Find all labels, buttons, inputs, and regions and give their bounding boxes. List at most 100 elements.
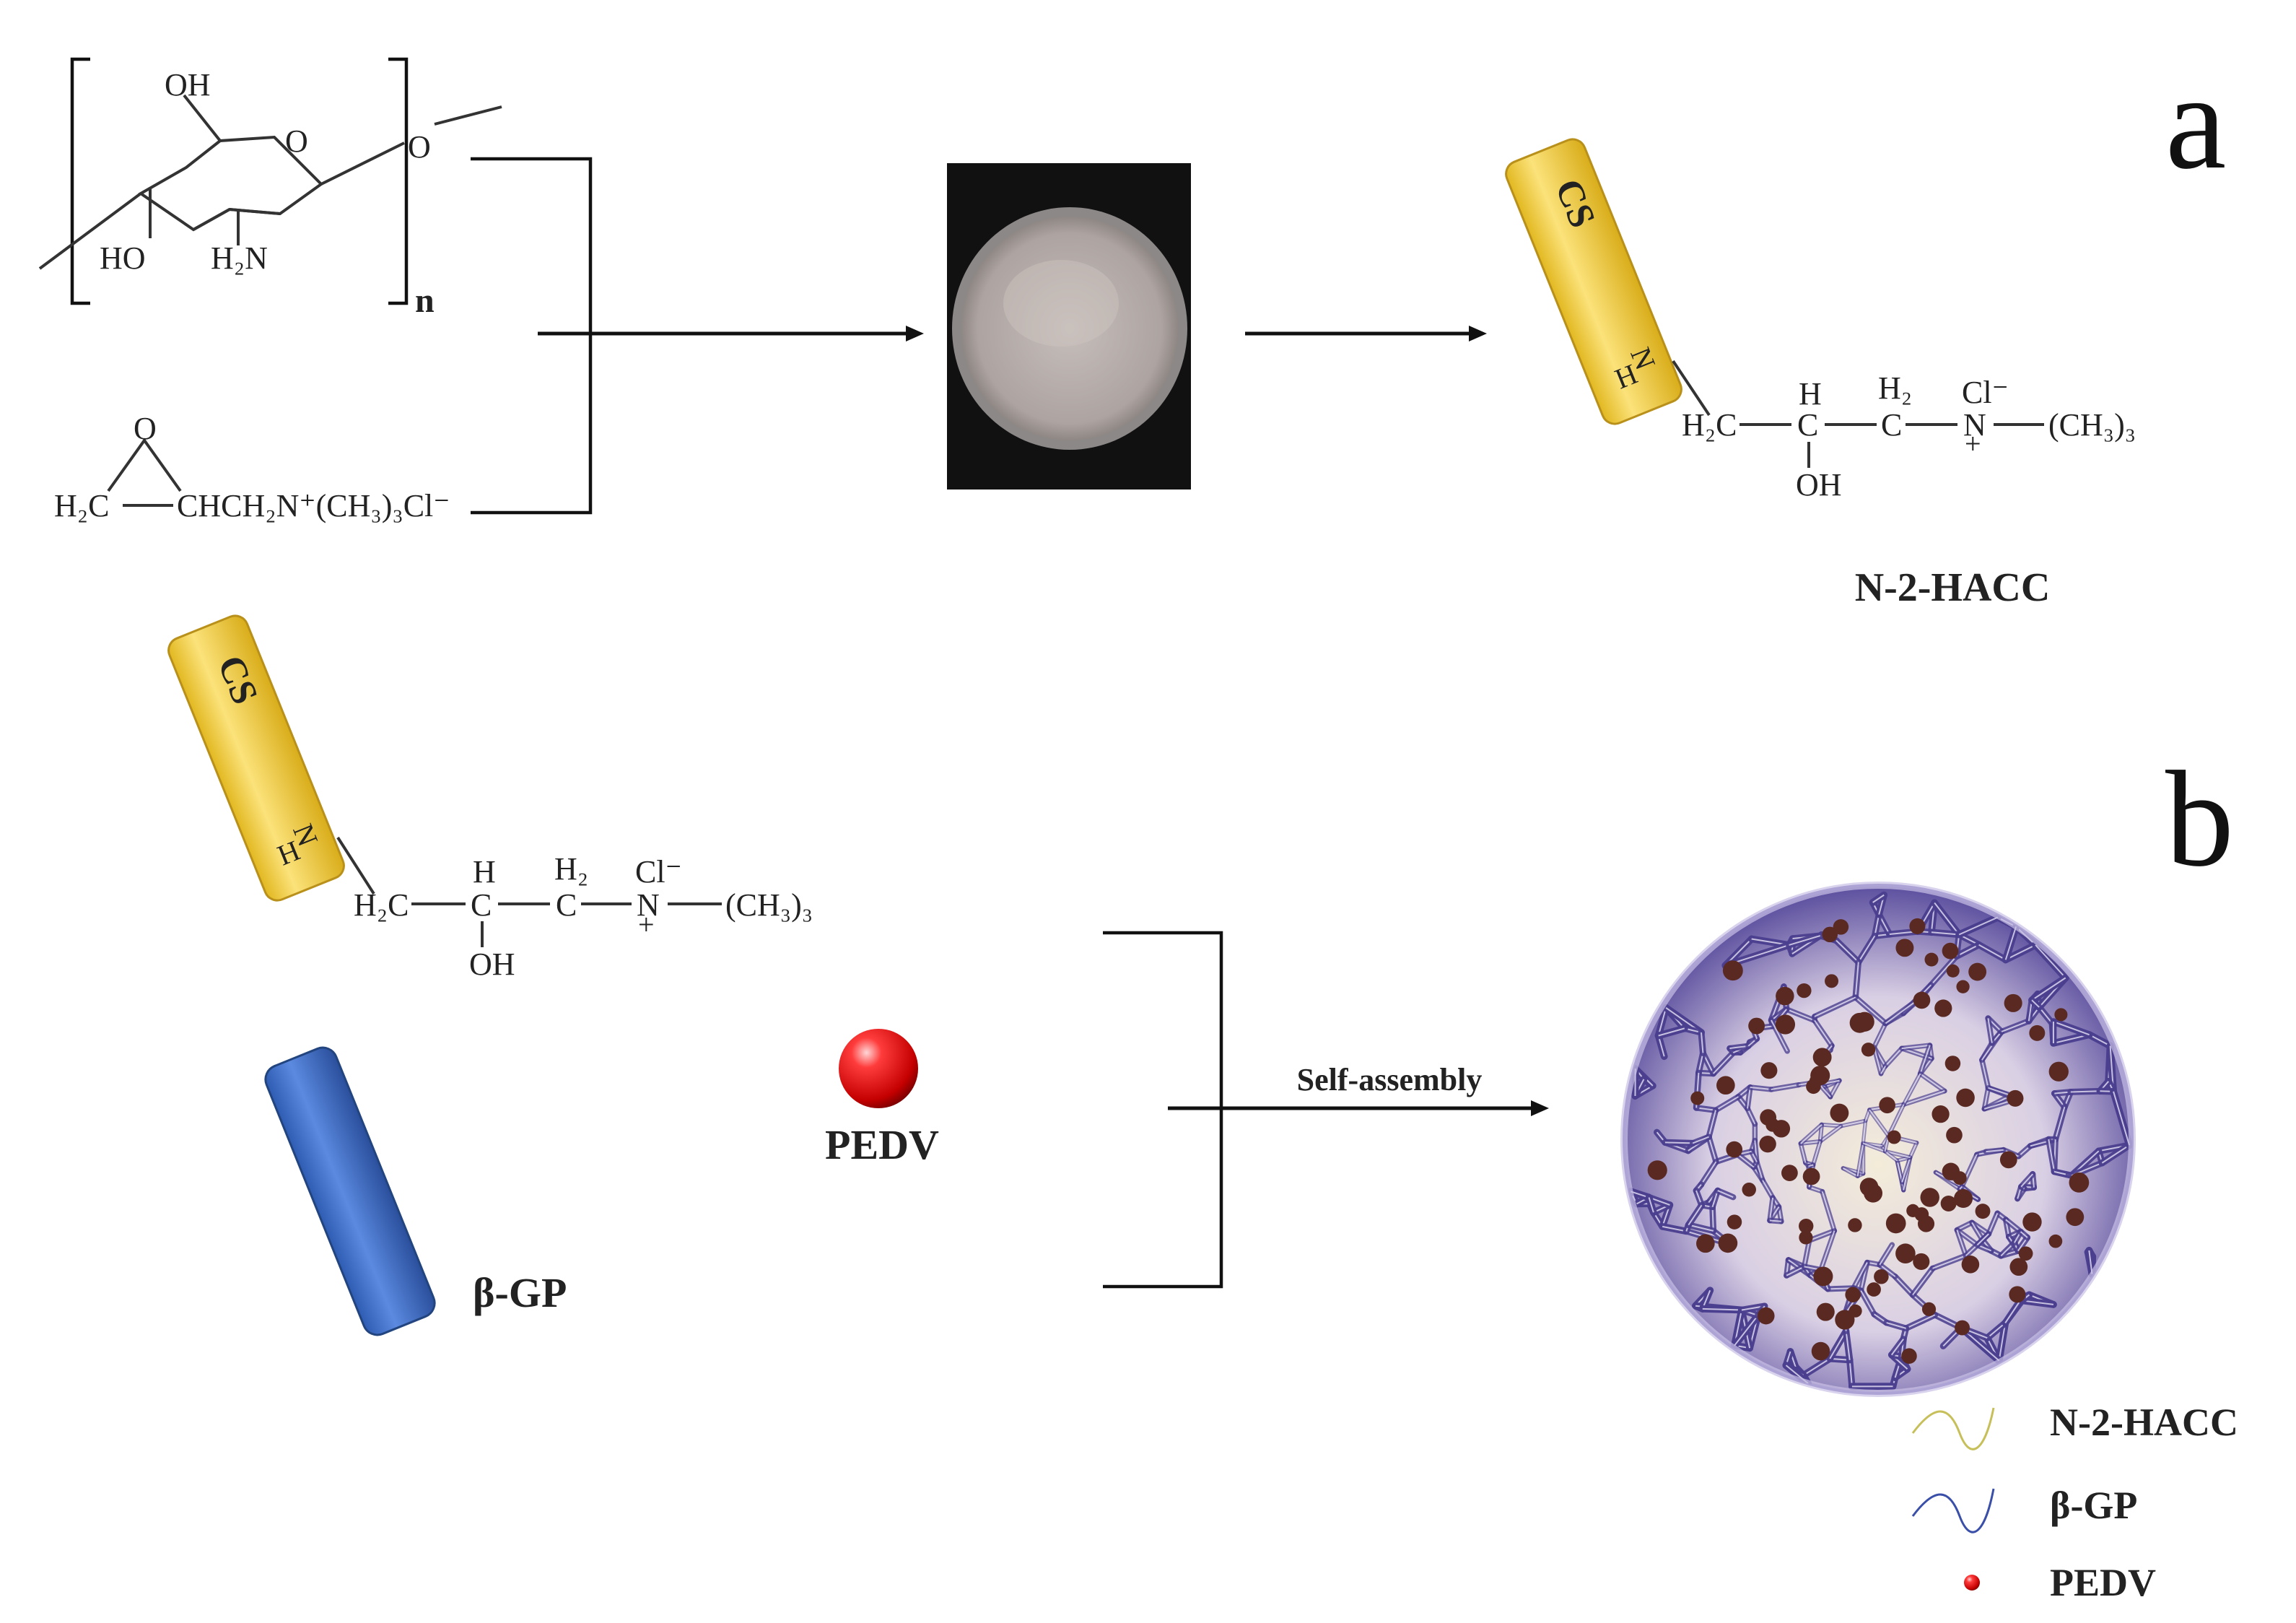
mesh-strand-highlight [1836, 939, 1859, 963]
oh-label: OH [1796, 467, 1842, 502]
embedded-particle [1955, 1320, 1970, 1336]
mesh-strand-highlight [1808, 1164, 1814, 1167]
embedded-particle [1813, 1266, 1833, 1287]
mesh-strand-highlight [1988, 1087, 2012, 1097]
embedded-particle [1802, 1167, 1820, 1185]
embedded-particle [1934, 999, 1952, 1017]
embedded-particle [1920, 1188, 1939, 1207]
mesh-strand-highlight [1885, 1048, 1903, 1067]
embedded-particle [1845, 1287, 1861, 1302]
mesh-strand-highlight [1880, 1066, 1886, 1074]
mesh-strand-highlight [2031, 999, 2040, 1008]
mesh-strand-highlight [1912, 1268, 1934, 1296]
trimethyl-label: (CH₃)₃ [725, 887, 813, 923]
embedded-particle [1975, 1204, 1991, 1219]
mesh-strand-highlight [1841, 1120, 1866, 1127]
embedded-particle [2009, 1286, 2026, 1303]
mesh-strand-highlight [1701, 1161, 1717, 1185]
embedded-particle [2066, 1208, 2085, 1227]
embedded-particle [1913, 1253, 1930, 1271]
mesh-strand-highlight [1688, 1224, 1714, 1232]
panel-letter-a: a [2165, 46, 2226, 198]
embedded-particle [1874, 1269, 1889, 1284]
chitosan-structure: OH O O HO H₂N n [38, 57, 502, 320]
embedded-particle [2007, 1089, 2024, 1107]
beta-gp-block: β-GP [264, 1046, 567, 1336]
mesh-strand-highlight [1986, 1322, 2006, 1339]
chloride-label: Cl⁻ [1962, 375, 2009, 410]
embedded-particle [1797, 983, 1812, 998]
mesh-strand-highlight [1750, 1086, 1772, 1090]
c2-label: C [1881, 407, 1902, 443]
legend: N-2-HACC β-GP PEDV [1911, 1401, 2238, 1604]
ho-label: HO [100, 240, 146, 276]
mesh-strand-highlight [1701, 1032, 1704, 1053]
mesh-strand-highlight [1800, 1124, 1823, 1144]
mesh-strand-highlight [1879, 1263, 1896, 1277]
mesh-strand-highlight [1769, 1219, 1781, 1222]
mesh-strand-highlight [1869, 1109, 1890, 1136]
mesh-strand-highlight [1814, 1019, 1833, 1047]
oh-label: OH [469, 947, 515, 982]
mesh-strand-highlight [1971, 1222, 1983, 1240]
c2-label: C [556, 887, 577, 923]
epoxide-oxygen-label: O [134, 411, 157, 446]
embedded-particle [1757, 1307, 1775, 1325]
mesh-strand-highlight [1983, 1087, 1989, 1110]
mesh-strand-highlight [1862, 1121, 1867, 1144]
embedded-particle [1781, 1165, 1798, 1181]
mesh-strand-highlight [1771, 1084, 1799, 1090]
mesh-strand-highlight [1711, 1206, 1714, 1231]
mesh-strand-highlight [1886, 1322, 1906, 1329]
embedded-particle [1848, 1304, 1862, 1318]
mesh-strand-highlight [1799, 1143, 1807, 1163]
embedded-particle [1742, 1182, 1756, 1197]
embedded-particle [1799, 1230, 1813, 1245]
mesh-strand-highlight [1747, 1108, 1756, 1125]
c2-h2-label: H₂ [1878, 370, 1912, 406]
embedded-particle [1895, 939, 1914, 957]
mesh-strand-highlight [1803, 1358, 1830, 1376]
embedded-particle [2004, 993, 2022, 1012]
mesh-strand-highlight [2048, 1139, 2056, 1172]
plus-charge-label: + [638, 908, 655, 941]
mesh-strand-highlight [1715, 1096, 1739, 1111]
ammonium-n-label: N [637, 887, 660, 923]
mesh-strand-highlight [1698, 1053, 1704, 1074]
embedded-particle [1940, 1195, 1957, 1211]
mesh-strand-highlight [1894, 1276, 1913, 1296]
mesh-strand-highlight [1958, 916, 1999, 936]
mesh-strand-highlight [1854, 962, 1859, 998]
arrow-head-to-product [1469, 326, 1487, 341]
mesh-strand-highlight [1874, 914, 1880, 936]
self-assembly-arrow-head [1531, 1100, 1549, 1116]
embedded-particle [2022, 1212, 2042, 1232]
c1-h-label: H [1799, 376, 1822, 412]
mesh-strand-highlight [1981, 1059, 1989, 1089]
mesh-strand-highlight [1857, 935, 1876, 963]
arrow-head-to-powder [906, 326, 924, 341]
mesh-strand-highlight [1901, 1044, 1930, 1050]
oh-top-label: OH [165, 67, 211, 103]
mesh-strand-highlight [2020, 1231, 2028, 1238]
embedded-particle [1835, 1310, 1855, 1330]
mesh-strand-highlight [2001, 1020, 2030, 1032]
embedded-particle [1921, 1302, 1937, 1316]
embedded-particle [1906, 1204, 1920, 1217]
mesh-strand-highlight [1848, 1359, 1853, 1387]
mesh-strand-highlight [1890, 1339, 1904, 1356]
mesh-strand-highlight [1737, 1154, 1755, 1168]
embedded-particle [1811, 1341, 1830, 1361]
mesh-strand-highlight [1820, 1125, 1842, 1142]
mesh-strand-highlight [1734, 1315, 1759, 1346]
mesh-strand-highlight [2022, 1300, 2054, 1305]
embedded-particle [1968, 962, 1987, 981]
mesh-strand-highlight [1821, 1123, 1841, 1127]
hacc-name-label: N-2-HACC [1855, 565, 2051, 610]
mesh-strand-highlight [2070, 1090, 2100, 1093]
embedded-particle [1913, 991, 1931, 1009]
chloride-label: Cl⁻ [635, 854, 682, 889]
mesh-strand-highlight [1843, 1167, 1859, 1177]
hacc-product-structure: CS N H H₂C H C OH H₂ C Cl⁻ N + (CH₃)₃ N-… [1505, 138, 2136, 610]
embedded-particle [1895, 1243, 1916, 1264]
